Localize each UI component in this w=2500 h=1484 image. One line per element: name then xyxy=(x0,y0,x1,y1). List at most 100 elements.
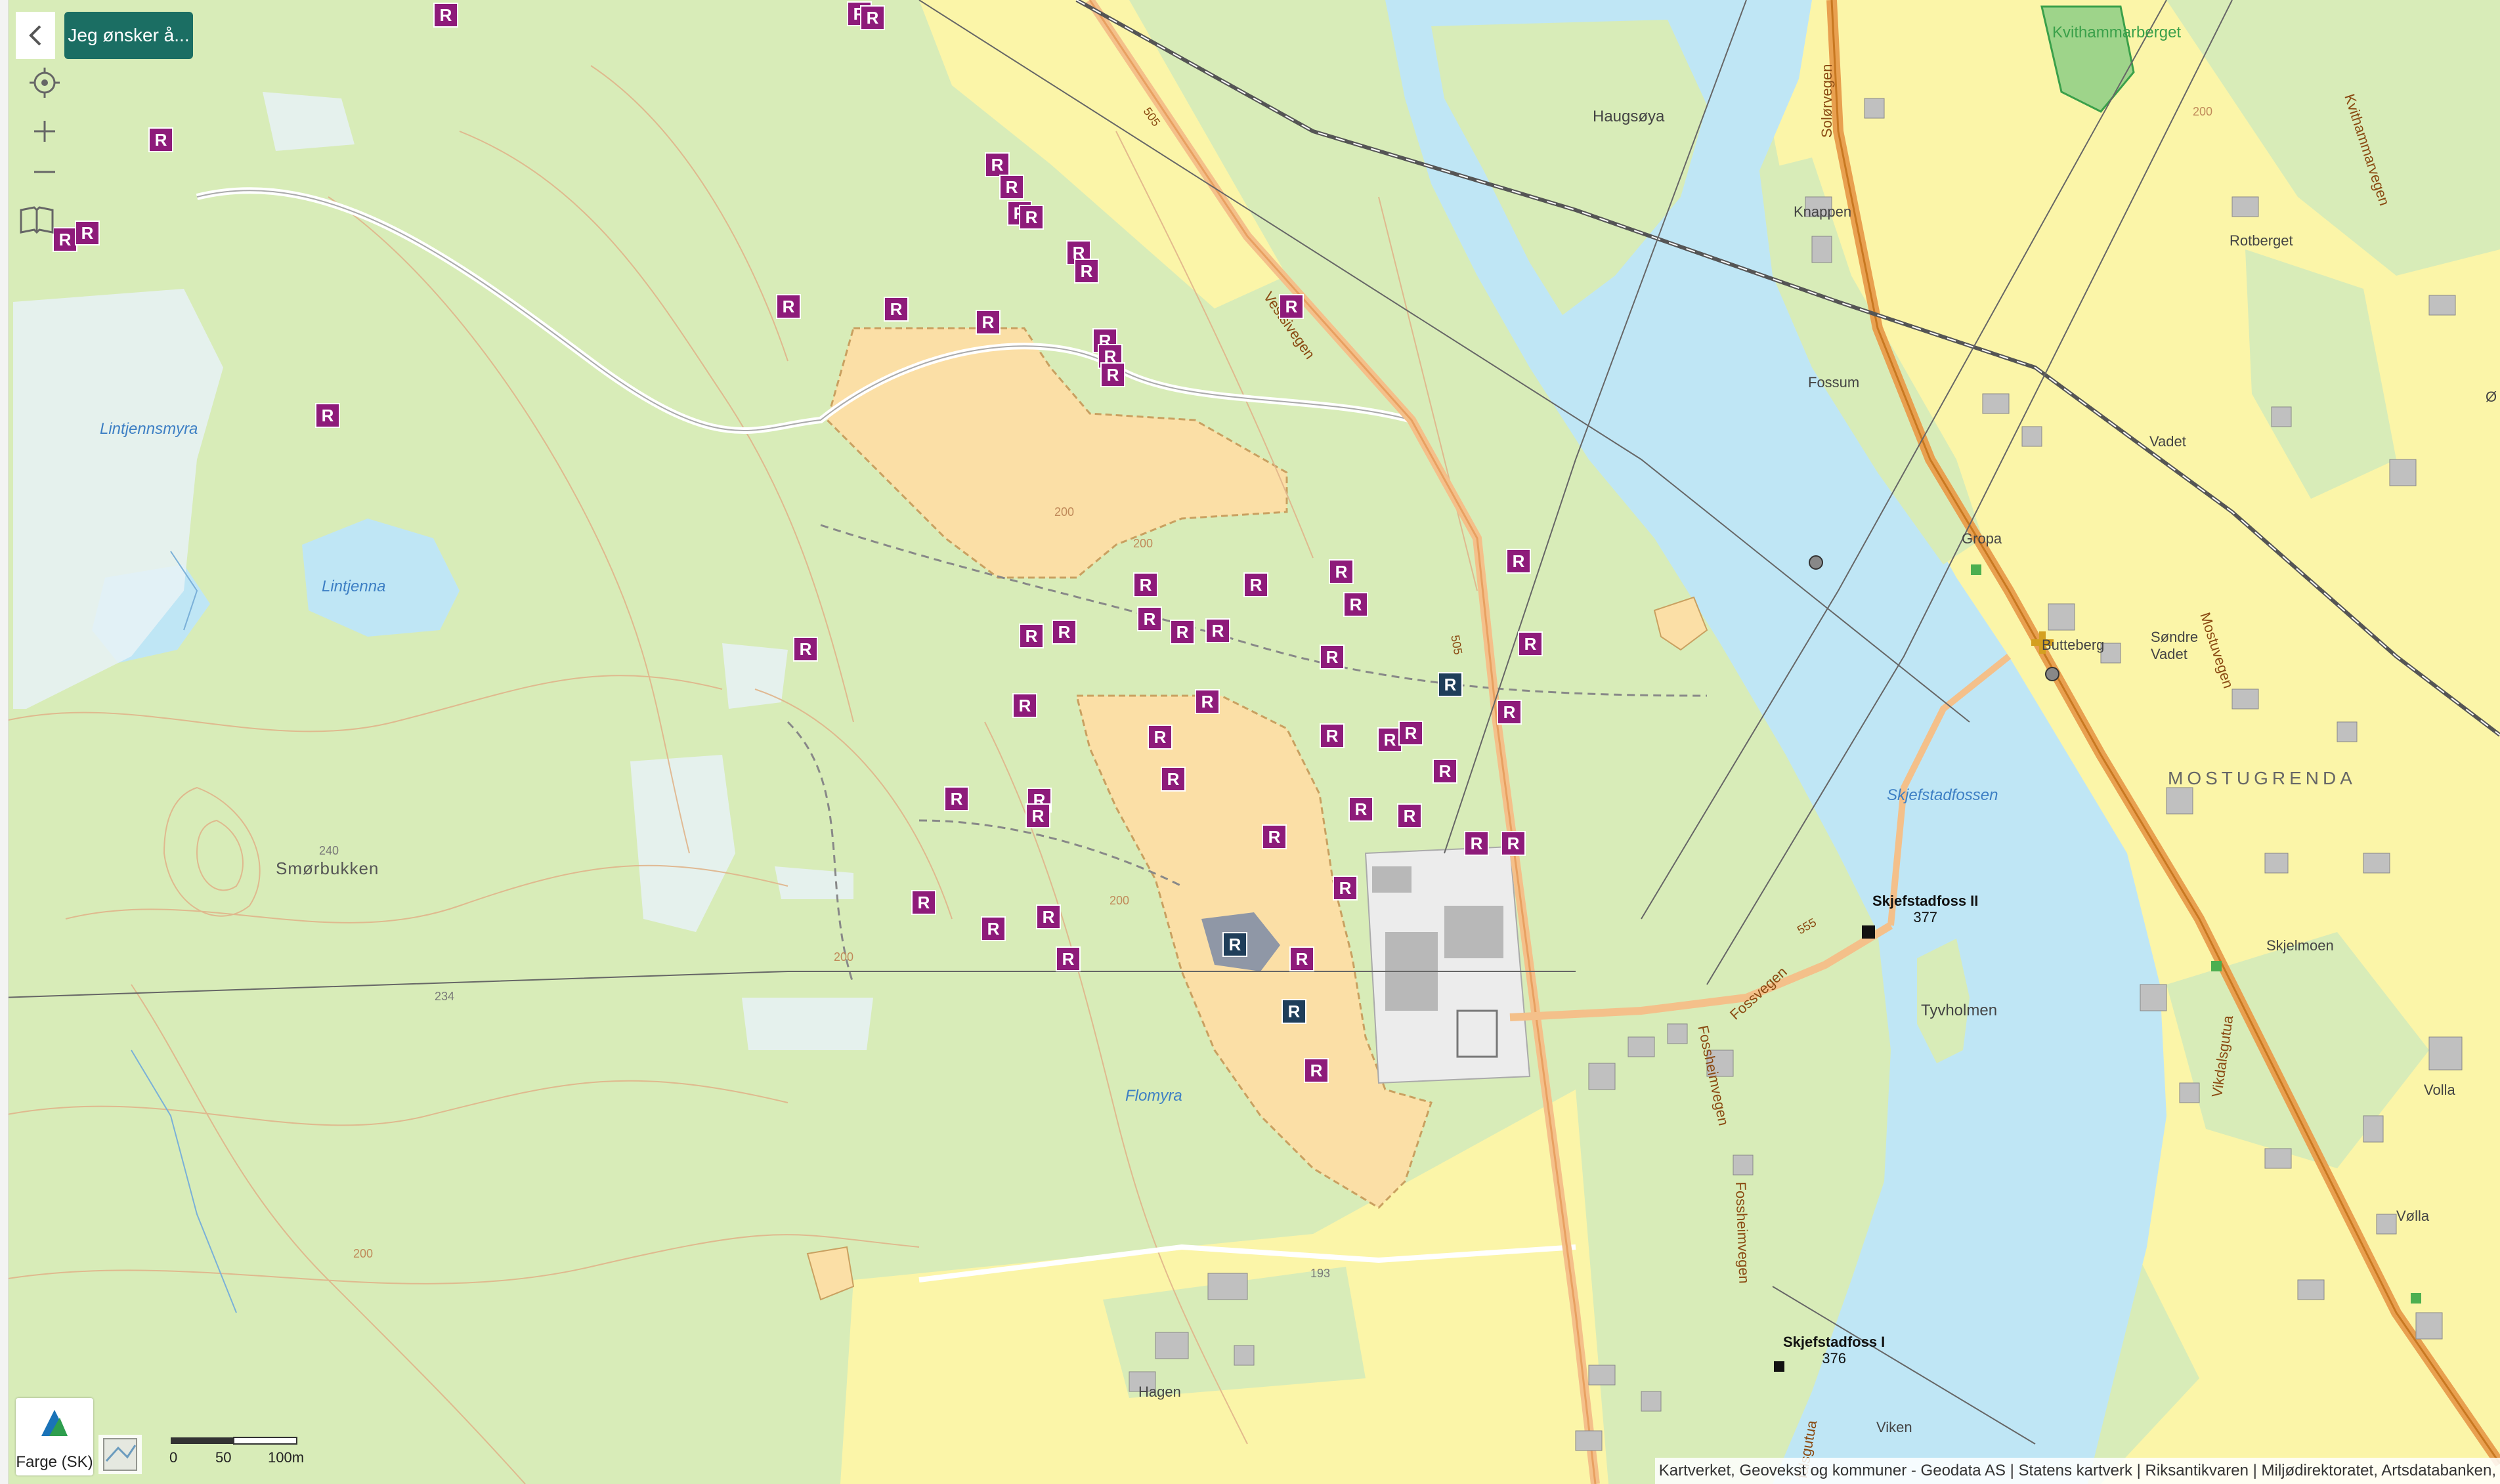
heritage-marker[interactable]: R xyxy=(884,297,909,322)
place-label-skjelmoen: Skjelmoen xyxy=(2266,937,2334,954)
heritage-marker[interactable]: R xyxy=(911,890,936,915)
heritage-marker[interactable]: R xyxy=(1205,618,1230,643)
heritage-marker[interactable]: R xyxy=(1012,693,1037,718)
heritage-marker[interactable]: R xyxy=(1289,946,1314,971)
heritage-marker[interactable]: R xyxy=(1019,624,1044,648)
heritage-marker[interactable]: R xyxy=(1518,631,1543,656)
place-label-hagen: Hagen xyxy=(1138,1384,1181,1400)
heritage-marker[interactable]: R xyxy=(1161,767,1186,792)
heritage-marker[interactable]: R xyxy=(1304,1058,1329,1083)
contour-label-200-b: 200 xyxy=(1133,537,1153,550)
scale-bar-graphic xyxy=(171,1437,297,1445)
heritage-marker[interactable]: R xyxy=(1433,759,1457,784)
plant-number-377: 377 xyxy=(1913,909,1938,925)
water-label-skjefstadfossen: Skjefstadfossen xyxy=(1887,786,1998,804)
map-book-button[interactable] xyxy=(16,200,58,242)
heritage-marker[interactable]: R xyxy=(999,175,1024,200)
heritage-marker[interactable]: R xyxy=(1036,904,1061,929)
place-label-rotberget: Rotberget xyxy=(2230,232,2293,249)
heritage-marker[interactable]: R xyxy=(53,227,77,252)
heritage-marker[interactable]: R xyxy=(1137,606,1162,631)
place-label-vadet: Vadet xyxy=(2149,433,2186,450)
heritage-marker[interactable]: R xyxy=(1398,721,1423,746)
map-controls xyxy=(9,58,63,252)
map-book-icon xyxy=(20,206,54,234)
heritage-marker-navy[interactable]: R xyxy=(1438,672,1463,697)
heritage-marker-navy[interactable]: R xyxy=(1282,999,1306,1024)
contour-label-200-d: 200 xyxy=(834,950,854,964)
place-label-tyvholmen: Tyvholmen xyxy=(1921,1002,1998,1019)
heritage-marker[interactable]: R xyxy=(1243,572,1268,597)
attribution: Kartverket, Geovekst og kommuner - Geoda… xyxy=(1654,1458,2500,1484)
heritage-marker[interactable]: R xyxy=(1133,572,1158,597)
heritage-marker[interactable]: R xyxy=(315,403,340,428)
heritage-marker[interactable]: R xyxy=(1329,559,1354,584)
water-label-lintjennsmyra: Lintjennsmyra xyxy=(100,420,198,438)
heritage-marker[interactable]: R xyxy=(148,127,173,152)
water-label-flomyra: Flomyra xyxy=(1125,1087,1182,1105)
heritage-marker[interactable]: R xyxy=(1506,549,1531,574)
heritage-marker[interactable]: R xyxy=(1377,727,1402,752)
heritage-marker[interactable]: R xyxy=(1348,797,1373,822)
heritage-marker[interactable]: R xyxy=(75,221,100,245)
heritage-marker[interactable]: R xyxy=(776,294,801,319)
basemap-selector[interactable]: Farge (SK) xyxy=(16,1398,93,1475)
heritage-marker[interactable]: R xyxy=(860,5,885,30)
layers-icon xyxy=(103,1438,137,1471)
place-label-haugsoya: Haugsøya xyxy=(1593,108,1665,125)
place-label-smorbukken: Smørbukken xyxy=(276,859,379,878)
place-label-volla: Volla xyxy=(2424,1082,2455,1098)
place-label-knappen: Knappen xyxy=(1794,203,1852,220)
heritage-marker[interactable]: R xyxy=(793,637,818,662)
heritage-marker[interactable]: R xyxy=(1170,620,1195,645)
place-label-sondre-vadet: Søndre Vadet xyxy=(2151,629,2199,662)
heritage-marker[interactable]: R xyxy=(1100,362,1125,387)
heritage-marker[interactable]: R xyxy=(1195,689,1220,714)
contour-label-240: 240 xyxy=(319,844,339,857)
road-label-fossheimvegen-2: Fossheimvegen xyxy=(1733,1181,1753,1284)
scale-bar: 0 50 100m xyxy=(169,1435,314,1468)
heritage-marker[interactable]: R xyxy=(1320,723,1345,748)
contour-label-193: 193 xyxy=(1310,1267,1331,1280)
contour-label-200-a: 200 xyxy=(1054,505,1075,519)
plant-label-skjefstadfoss-1: Skjefstadfoss I 376 xyxy=(1783,1334,1885,1367)
heritage-marker[interactable]: R xyxy=(1501,831,1526,856)
heritage-marker[interactable]: R xyxy=(985,152,1010,177)
heritage-marker[interactable]: R xyxy=(981,916,1006,941)
contour-label-200-e: 200 xyxy=(353,1247,374,1260)
place-label-kvithammarberget: Kvithammarberget xyxy=(2052,24,2182,41)
heritage-marker-navy[interactable]: R xyxy=(1222,932,1247,957)
heritage-marker[interactable]: R xyxy=(433,3,458,28)
heritage-marker[interactable]: R xyxy=(1056,946,1081,971)
wish-button[interactable]: Jeg ønsker å... xyxy=(64,12,193,59)
heritage-marker[interactable]: R xyxy=(1262,824,1287,849)
heritage-marker[interactable]: R xyxy=(1025,803,1050,828)
place-label-volla2: Vølla xyxy=(2396,1208,2430,1224)
heritage-marker[interactable]: R xyxy=(1019,205,1044,230)
heritage-marker[interactable]: R xyxy=(1279,294,1304,319)
heritage-marker[interactable]: R xyxy=(1148,725,1173,750)
place-label-fossum: Fossum xyxy=(1808,374,1860,391)
place-label-viken: Viken xyxy=(1876,1419,1912,1435)
heritage-marker[interactable]: R xyxy=(1074,259,1099,284)
zoom-out-button[interactable] xyxy=(24,151,66,193)
heritage-marker[interactable]: R xyxy=(1343,592,1368,617)
zoom-in-button[interactable] xyxy=(24,110,66,152)
locate-button[interactable] xyxy=(24,62,66,104)
heritage-marker[interactable]: R xyxy=(1333,876,1358,901)
back-button[interactable] xyxy=(16,12,55,59)
left-edge-panel xyxy=(0,0,9,1484)
heritage-marker[interactable]: R xyxy=(1320,645,1345,669)
heritage-marker[interactable]: R xyxy=(976,310,1001,335)
heritage-marker[interactable]: R xyxy=(1052,620,1077,645)
scale-label-50: 50 xyxy=(215,1449,232,1466)
basemap-label: Farge (SK) xyxy=(16,1453,93,1471)
heritage-marker[interactable]: R xyxy=(1464,831,1489,856)
heritage-marker[interactable]: R xyxy=(1397,803,1422,828)
heritage-marker[interactable]: R xyxy=(1497,700,1522,725)
kartverket-logo-icon xyxy=(41,1410,68,1436)
layers-button[interactable] xyxy=(98,1435,142,1474)
heritage-marker[interactable]: R xyxy=(944,786,969,811)
